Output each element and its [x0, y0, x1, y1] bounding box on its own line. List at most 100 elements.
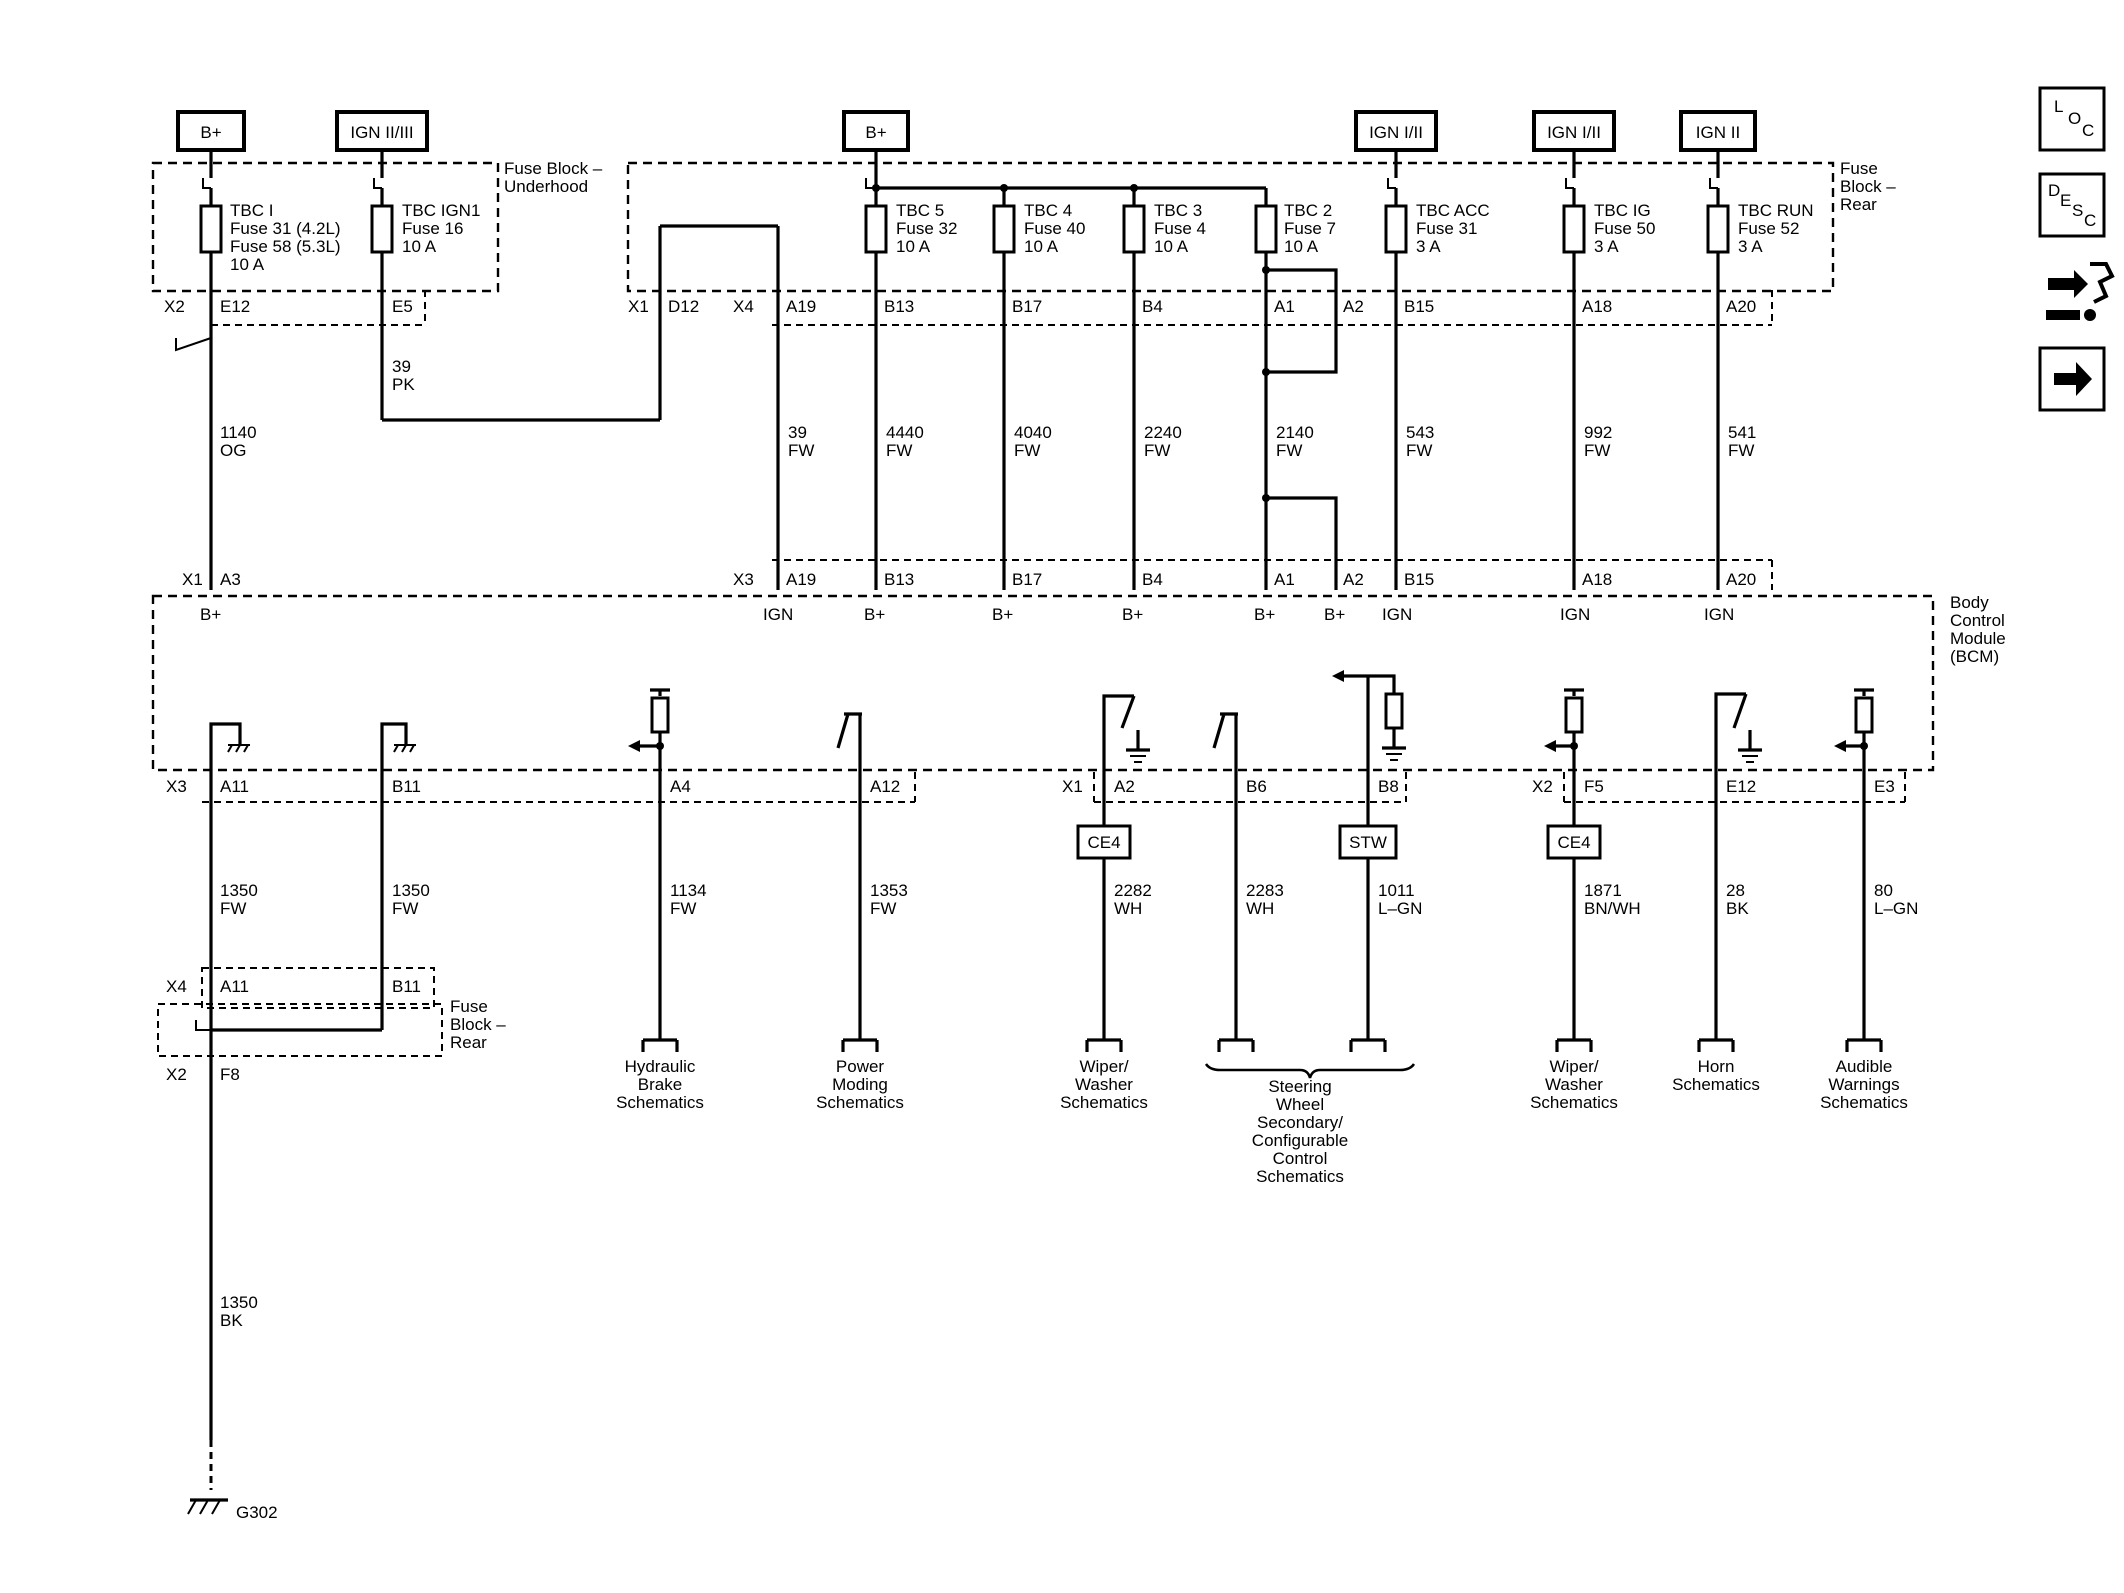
- svg-text:2140: 2140: [1276, 423, 1314, 442]
- bcm-bottom-connector-labels: X3 A11 B11 A4 A12 X1 A2 B6 B8 X2 F5 E12 …: [166, 777, 1895, 796]
- svg-text:1871: 1871: [1584, 881, 1622, 900]
- svg-text:A11: A11: [220, 777, 249, 796]
- svg-text:FW: FW: [886, 441, 912, 460]
- fuse-block-underhood: Fuse Block – Underhood: [151, 159, 603, 293]
- connector-icon[interactable]: [2046, 262, 2115, 321]
- schematic-ref-audible-warnings[interactable]: Audible Warnings Schematics: [1820, 1057, 1908, 1112]
- svg-text:1353: 1353: [870, 881, 908, 900]
- fuse-label-tbc-2: TBC 2 Fuse 7 10 A: [1284, 201, 1336, 256]
- bcm-top-connector-labels: X1 A3 X3 A19 B13 B17 B4 A1 A2 B15 A18 A2…: [182, 570, 1756, 589]
- svg-text:X1: X1: [182, 570, 203, 589]
- svg-text:1350: 1350: [220, 1293, 258, 1312]
- svg-text:F8: F8: [220, 1065, 240, 1084]
- svg-text:B13: B13: [884, 570, 914, 589]
- svg-text:TBC RUN: TBC RUN: [1738, 201, 1814, 220]
- fuse-label-tbc-ign1: TBC IGN1 Fuse 16 10 A: [402, 201, 480, 256]
- svg-text:Underhood: Underhood: [504, 177, 588, 196]
- bcm-ground-symbols: [227, 744, 416, 753]
- svg-text:2282: 2282: [1114, 881, 1152, 900]
- svg-text:B4: B4: [1142, 570, 1163, 589]
- bcm-input-labels: B+ IGN B+ B+ B+ B+ B+ IGN IGN IGN: [200, 605, 1734, 624]
- svg-text:Fuse 40: Fuse 40: [1024, 219, 1085, 238]
- svg-text:3 A: 3 A: [1416, 237, 1441, 256]
- svg-text:TBC IGN1: TBC IGN1: [402, 201, 480, 220]
- svg-text:A2: A2: [1343, 570, 1364, 589]
- loc-button[interactable]: L O C: [2038, 86, 2106, 152]
- svg-text:FW: FW: [870, 899, 896, 918]
- svg-text:PK: PK: [392, 375, 415, 394]
- svg-text:4440: 4440: [886, 423, 924, 442]
- svg-text:B+: B+: [200, 123, 221, 142]
- svg-text:Fuse: Fuse: [1840, 159, 1878, 178]
- svg-text:B15: B15: [1404, 297, 1434, 316]
- svg-text:Fuse 58 (5.3L): Fuse 58 (5.3L): [230, 237, 341, 256]
- svg-text:X3: X3: [733, 570, 754, 589]
- svg-text:IGN: IGN: [1704, 605, 1734, 624]
- wire-labels-bottom: 1350 FW 1350 FW 1134 FW 1353 FW 2282 WH …: [220, 881, 1918, 918]
- svg-text:Schematics: Schematics: [1060, 1093, 1148, 1112]
- svg-text:Hydraulic: Hydraulic: [625, 1057, 696, 1076]
- fuse-label-tbc-ig: TBC IG Fuse 50 3 A: [1594, 201, 1655, 256]
- svg-text:10 A: 10 A: [230, 255, 265, 274]
- svg-text:E5: E5: [392, 297, 413, 316]
- ground-wire-g302: 1350 BK G302: [187, 1293, 278, 1522]
- svg-text:E12: E12: [1726, 777, 1756, 796]
- svg-text:A3: A3: [220, 570, 241, 589]
- svg-text:WH: WH: [1246, 899, 1274, 918]
- svg-text:G302: G302: [236, 1503, 278, 1522]
- power-source-ign-1-2-acc: IGN I/II: [1354, 110, 1438, 152]
- fuse-block-rear: Fuse Block – Rear: [626, 159, 1896, 293]
- power-source-ign-2: IGN II: [1679, 110, 1757, 152]
- svg-text:TBC 2: TBC 2: [1284, 201, 1332, 220]
- svg-text:IGN II/III: IGN II/III: [350, 123, 413, 142]
- svg-text:TBC ACC: TBC ACC: [1416, 201, 1490, 220]
- power-source-bplus-1: B+: [176, 110, 246, 152]
- svg-text:E3: E3: [1874, 777, 1895, 796]
- svg-text:B8: B8: [1378, 777, 1399, 796]
- svg-text:FW: FW: [1144, 441, 1170, 460]
- schematic-ref-power-moding[interactable]: Power Moding Schematics: [816, 1057, 904, 1112]
- svg-text:X2: X2: [1532, 777, 1553, 796]
- svg-text:FW: FW: [1014, 441, 1040, 460]
- svg-text:B+: B+: [1324, 605, 1345, 624]
- svg-text:A19: A19: [786, 297, 816, 316]
- svg-text:Rear: Rear: [450, 1033, 487, 1052]
- schematic-ref-hydraulic-brake[interactable]: Hydraulic Brake Schematics: [616, 1057, 704, 1112]
- svg-text:B13: B13: [884, 297, 914, 316]
- svg-text:28: 28: [1726, 881, 1745, 900]
- svg-text:B4: B4: [1142, 297, 1163, 316]
- svg-text:B+: B+: [1254, 605, 1275, 624]
- svg-text:B+: B+: [200, 605, 221, 624]
- svg-text:A4: A4: [670, 777, 691, 796]
- svg-text:IGN: IGN: [1382, 605, 1412, 624]
- svg-text:C: C: [2082, 121, 2094, 140]
- power-source-ign-1-2-ig: IGN I/II: [1532, 110, 1616, 152]
- power-source-ign-2-3: IGN II/III: [335, 110, 429, 152]
- svg-text:Wiper/: Wiper/: [1549, 1057, 1598, 1076]
- fuse-label-tbc-5: TBC 5 Fuse 32 10 A: [896, 201, 957, 256]
- svg-text:X1: X1: [1062, 777, 1083, 796]
- svg-text:TBC 4: TBC 4: [1024, 201, 1072, 220]
- svg-text:X4: X4: [166, 977, 187, 996]
- schematic-ref-steering-wheel[interactable]: Steering Wheel Secondary/ Configurable C…: [1252, 1077, 1348, 1186]
- schematic-ref-wiper-washer-1[interactable]: Wiper/ Washer Schematics: [1060, 1057, 1148, 1112]
- svg-text:Power: Power: [836, 1057, 885, 1076]
- svg-text:IGN I/II: IGN I/II: [1369, 123, 1423, 142]
- desc-button[interactable]: D E S C: [2038, 172, 2106, 238]
- svg-text:Fuse Block –: Fuse Block –: [504, 159, 603, 178]
- svg-text:D: D: [2048, 181, 2060, 200]
- schematic-ref-horn[interactable]: Horn Schematics: [1672, 1057, 1760, 1094]
- svg-text:Fuse 31: Fuse 31: [1416, 219, 1477, 238]
- schematic-ref-wiper-washer-2[interactable]: Wiper/ Washer Schematics: [1530, 1057, 1618, 1112]
- svg-text:Fuse 7: Fuse 7: [1284, 219, 1336, 238]
- svg-text:B+: B+: [865, 123, 886, 142]
- svg-text:Fuse 52: Fuse 52: [1738, 219, 1799, 238]
- svg-text:A1: A1: [1274, 297, 1295, 316]
- svg-text:39: 39: [788, 423, 807, 442]
- svg-text:B6: B6: [1246, 777, 1267, 796]
- fuse-label-tbc-4: TBC 4 Fuse 40 10 A: [1024, 201, 1085, 256]
- inline-connector-stw: STW: [1338, 824, 1398, 860]
- svg-text:A12: A12: [870, 777, 900, 796]
- svg-text:Configurable: Configurable: [1252, 1131, 1348, 1150]
- arrow-right-icon[interactable]: [2038, 346, 2106, 412]
